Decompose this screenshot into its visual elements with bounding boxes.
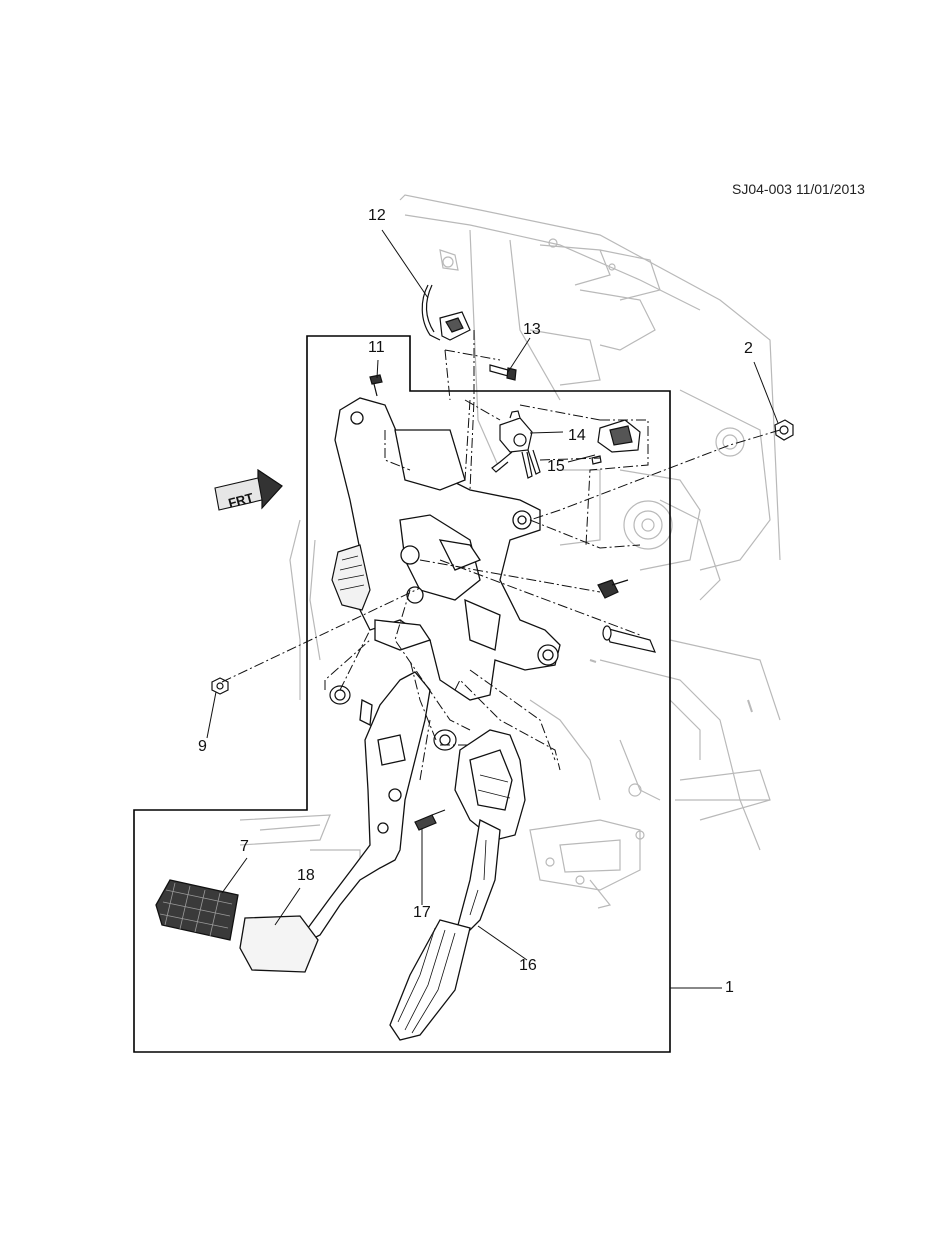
wiring-harness-connector [421, 284, 471, 341]
callout-1: 1 [725, 979, 734, 996]
frt-label: FRT [227, 490, 255, 511]
callout-13: 13 [523, 321, 541, 338]
callout-11: 11 [368, 339, 385, 356]
callout-16: 16 [519, 957, 537, 974]
bushings [329, 685, 457, 751]
leader-lines [206, 229, 779, 989]
callout-12: 12 [368, 207, 386, 224]
pedal-bracket [334, 397, 561, 701]
callout-7: 7 [240, 838, 249, 855]
accelerator-pedal-pad [389, 919, 471, 1041]
callout-17: 17 [413, 904, 431, 921]
document-id: SJ04-003 11/01/2013 [732, 181, 865, 197]
front-direction-arrow [214, 468, 283, 511]
kit-boundary-box [133, 335, 671, 1053]
clutch-pedal-pad [331, 544, 371, 611]
callout-15: 15 [547, 458, 565, 475]
pedal-pad-7 [155, 879, 239, 941]
bolt-17 [414, 809, 446, 831]
brake-pedal-arm [304, 671, 431, 941]
nut-9 [211, 677, 229, 695]
switch-15 [591, 419, 641, 465]
assembly-lines [221, 330, 781, 781]
nut-2 [774, 419, 794, 441]
callout-18: 18 [297, 867, 315, 884]
bolt-11 [369, 374, 383, 397]
accelerator-pedal-module [454, 729, 526, 931]
callout-14: 14 [568, 427, 586, 444]
vehicle-body-structure [239, 194, 781, 909]
brake-pedal-pad-18 [239, 915, 319, 973]
callout-9: 9 [198, 738, 207, 755]
brake-switch-14 [491, 410, 541, 479]
pivot-shaft [597, 579, 656, 653]
callout-2: 2 [744, 340, 753, 357]
bolt-13 [489, 364, 517, 381]
